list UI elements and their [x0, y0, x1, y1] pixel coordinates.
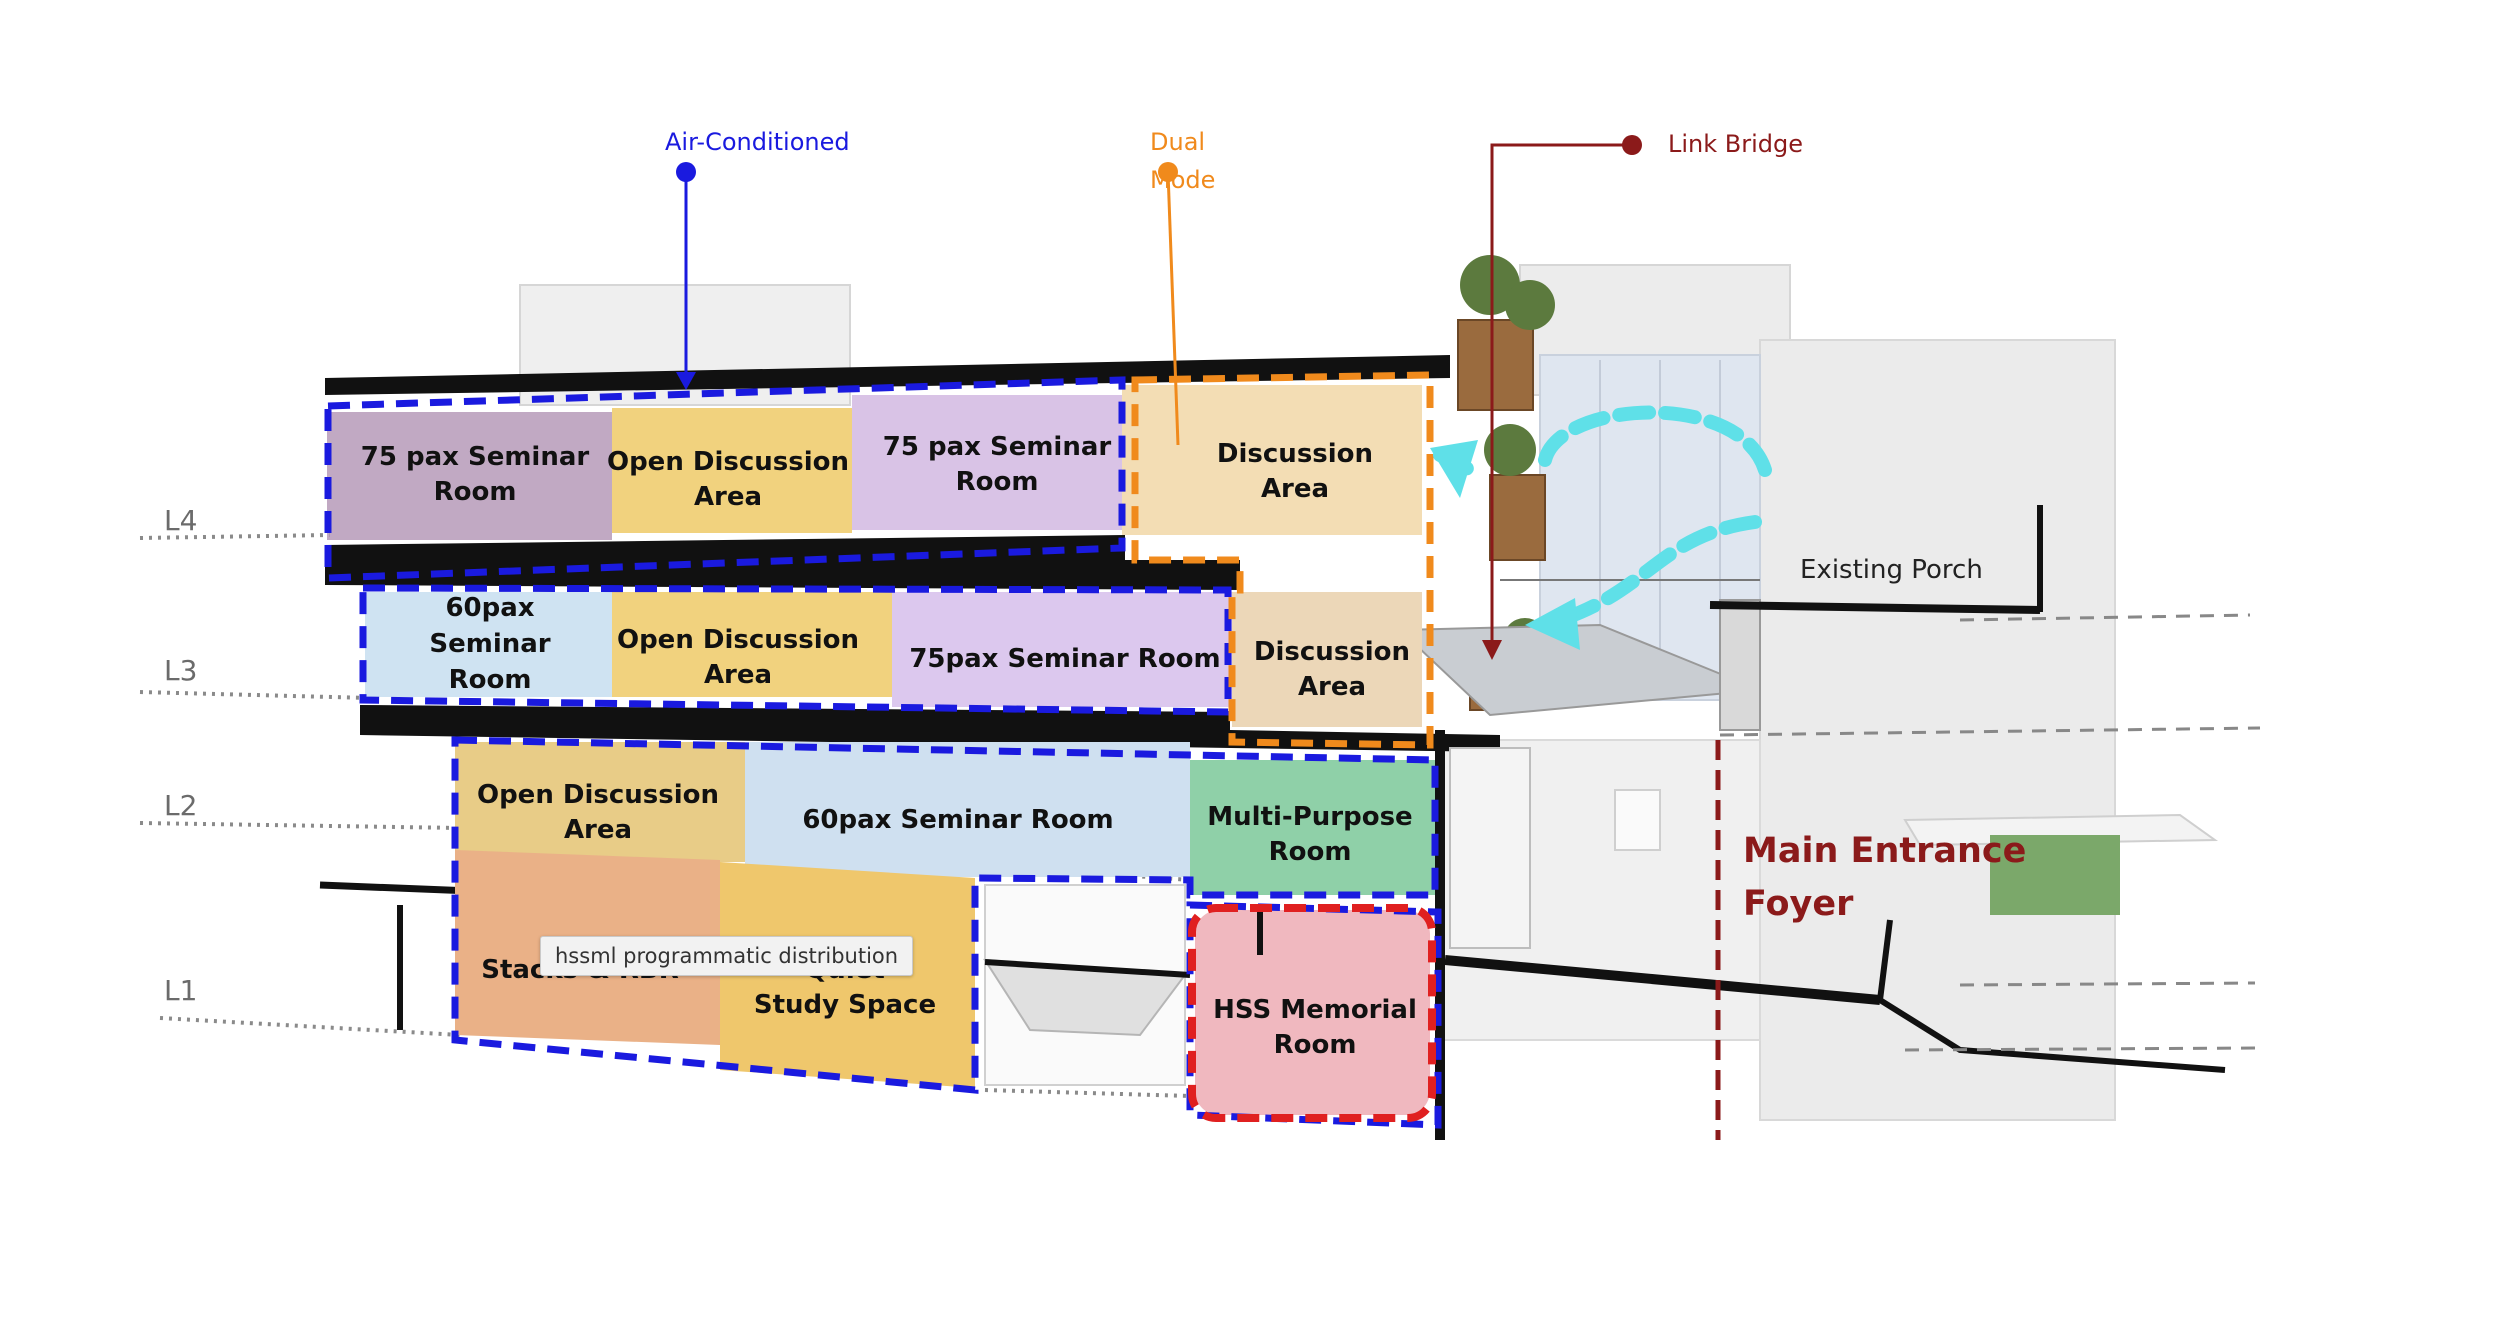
- room-zone-l3-open-discussion: [612, 592, 892, 697]
- level-label-l3: L3: [164, 654, 197, 687]
- room-zone-l4-seminar-b: [852, 395, 1122, 530]
- room-zone-l2-multipurpose: [1190, 760, 1435, 895]
- dual-mode-dot: [1158, 162, 1178, 182]
- level-4: [325, 355, 1450, 590]
- room-zone-l4-open-discussion: [612, 408, 852, 533]
- room-zone-l1-memorial: [1195, 910, 1430, 1115]
- room-label-l2-seminar-60: 60pax Seminar Room: [802, 805, 1113, 835]
- room-zone-l3-seminar-60: [365, 592, 615, 697]
- room-zone-l3-discussion: [1232, 592, 1422, 727]
- room-zone-l4-discussion: [1122, 385, 1422, 535]
- air-conditioned-label: Air-Conditioned: [665, 128, 850, 156]
- room-label-l3-seminar-75: 75pax Seminar Room: [909, 644, 1220, 674]
- link-bridge-label: Link Bridge: [1668, 130, 1803, 158]
- link-bridge-dot: [1622, 135, 1642, 155]
- dual-mode-boundary: [1131, 371, 1434, 749]
- room-zone-l2-open-discussion: [455, 742, 745, 862]
- link-bridge-arrow: [1482, 640, 1502, 660]
- flow-arrowhead: [1525, 598, 1580, 650]
- air-conditioned-dot: [676, 162, 696, 182]
- air-conditioned-boundary: [324, 376, 1442, 1129]
- diagram-tooltip: hssml programmatic distribution: [540, 936, 914, 976]
- level-label-l2: L2: [164, 789, 197, 822]
- dual-mode-leader: [1166, 171, 1180, 446]
- room-zone-l3-seminar-75: [892, 592, 1232, 707]
- air-conditioned-arrow: [676, 372, 696, 390]
- level-2: [455, 742, 1531, 949]
- link-bridge-leader: [1490, 143, 1630, 650]
- level-label-l1: L1: [164, 974, 197, 1007]
- level-label-l4: L4: [164, 504, 197, 537]
- room-zone-l2-seminar-60: [745, 742, 1190, 877]
- existing-porch-label: Existing Porch: [1800, 555, 1983, 585]
- memorial-room-boundary: [1188, 904, 1436, 1122]
- room-zone-l4-seminar-a: [327, 412, 612, 540]
- level-3: [360, 592, 1500, 752]
- flow-arrowhead: [1430, 440, 1478, 498]
- level-lines: [139, 533, 1191, 1098]
